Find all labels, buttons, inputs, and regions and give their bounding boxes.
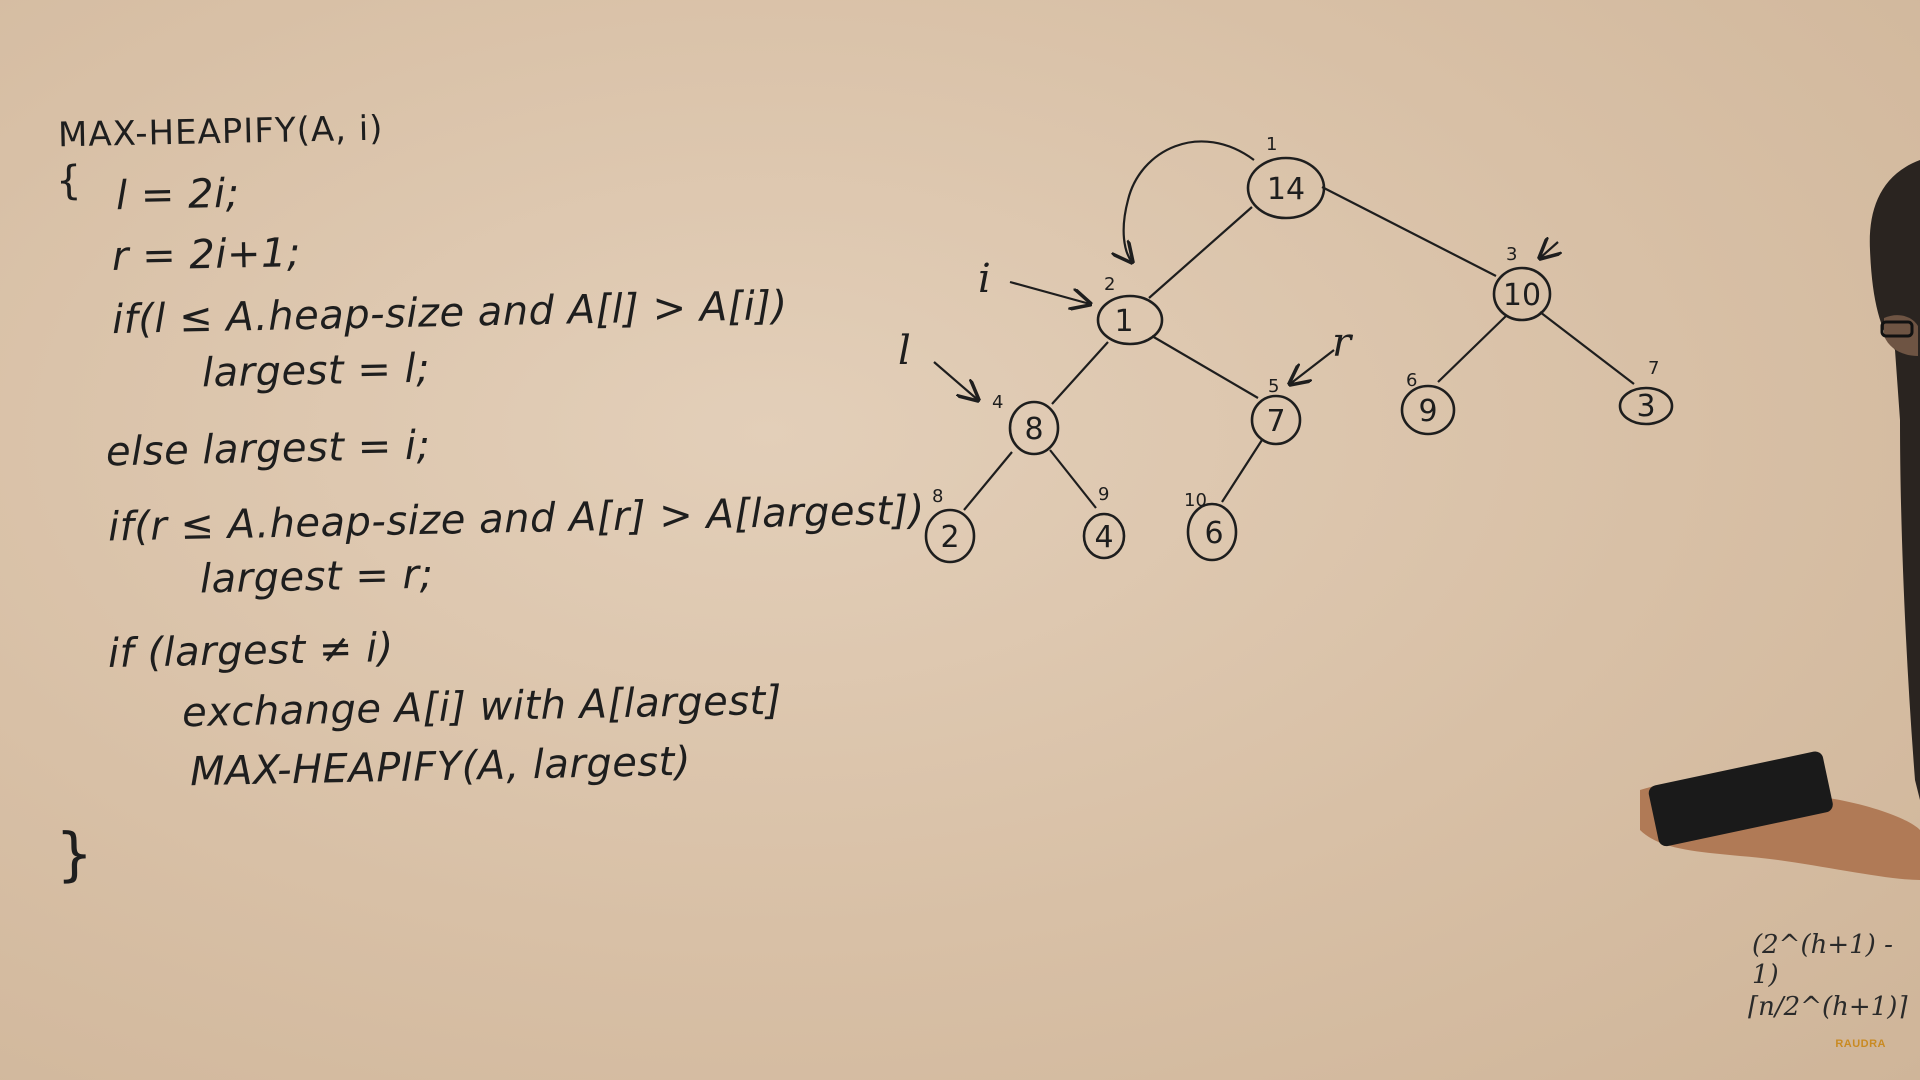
edge-8-4 xyxy=(1049,449,1097,509)
index-label-9: 9 xyxy=(1098,484,1109,505)
index-label-2: 2 xyxy=(1104,274,1115,295)
l-pointer-arrow xyxy=(933,361,978,400)
svg-text:4: 4 xyxy=(1094,520,1113,555)
svg-text:6: 6 xyxy=(1204,516,1223,551)
formula-top: (2^(h+1) - 1) xyxy=(1752,930,1893,990)
index-label-10: 10 xyxy=(1184,490,1207,511)
edge-14-10 xyxy=(1321,186,1497,277)
pointer-label-l: l xyxy=(898,328,911,374)
pointer-label-r: r xyxy=(1332,320,1354,366)
node-4: 4 xyxy=(1082,512,1126,560)
channel-logo: RAUDRA xyxy=(1835,1038,1886,1050)
svg-text:10: 10 xyxy=(1503,278,1541,313)
svg-text:9: 9 xyxy=(1418,394,1437,429)
formula-bottom: ⌈n/2^(h+1)⌉ xyxy=(1748,992,1908,1022)
node-10: 10 xyxy=(1492,266,1552,322)
index-label-1: 1 xyxy=(1266,134,1277,155)
node-14: 14 xyxy=(1246,156,1326,220)
index-label-8: 8 xyxy=(932,486,943,507)
svg-text:3: 3 xyxy=(1636,389,1655,424)
remote-device-icon xyxy=(1648,751,1833,847)
edge-14-1 xyxy=(1148,206,1253,299)
svg-text:7: 7 xyxy=(1266,404,1285,439)
node-9: 9 xyxy=(1400,384,1456,436)
node-2: 2 xyxy=(924,508,976,564)
node3-check-mark xyxy=(1540,242,1558,258)
swap-arrow xyxy=(1124,140,1255,262)
node-6: 6 xyxy=(1186,502,1238,562)
edge-10-3 xyxy=(1539,311,1635,385)
index-label-5: 5 xyxy=(1268,376,1279,397)
edge-1-8 xyxy=(1051,341,1109,405)
svg-text:2: 2 xyxy=(940,520,959,555)
svg-text:14: 14 xyxy=(1267,172,1305,207)
node-8: 8 xyxy=(1008,400,1060,456)
i-pointer-arrow xyxy=(1009,280,1090,304)
index-label-4: 4 xyxy=(992,392,1003,413)
edge-10-9 xyxy=(1437,315,1507,383)
edge-8-2 xyxy=(963,451,1013,511)
pointer-label-i: i xyxy=(978,256,991,302)
edge-7-6 xyxy=(1221,439,1263,503)
node-1: 1 xyxy=(1096,294,1164,346)
node-3: 3 xyxy=(1618,386,1674,426)
svg-text:8: 8 xyxy=(1024,412,1043,447)
node-7: 7 xyxy=(1250,394,1302,446)
glasses-icon xyxy=(1880,320,1914,338)
edge-1-7 xyxy=(1151,335,1259,399)
svg-text:1: 1 xyxy=(1114,304,1133,339)
index-label-6: 6 xyxy=(1406,370,1417,391)
index-label-3: 3 xyxy=(1506,244,1517,265)
index-label-7: 7 xyxy=(1648,358,1659,379)
r-pointer-arrow xyxy=(1290,349,1335,384)
